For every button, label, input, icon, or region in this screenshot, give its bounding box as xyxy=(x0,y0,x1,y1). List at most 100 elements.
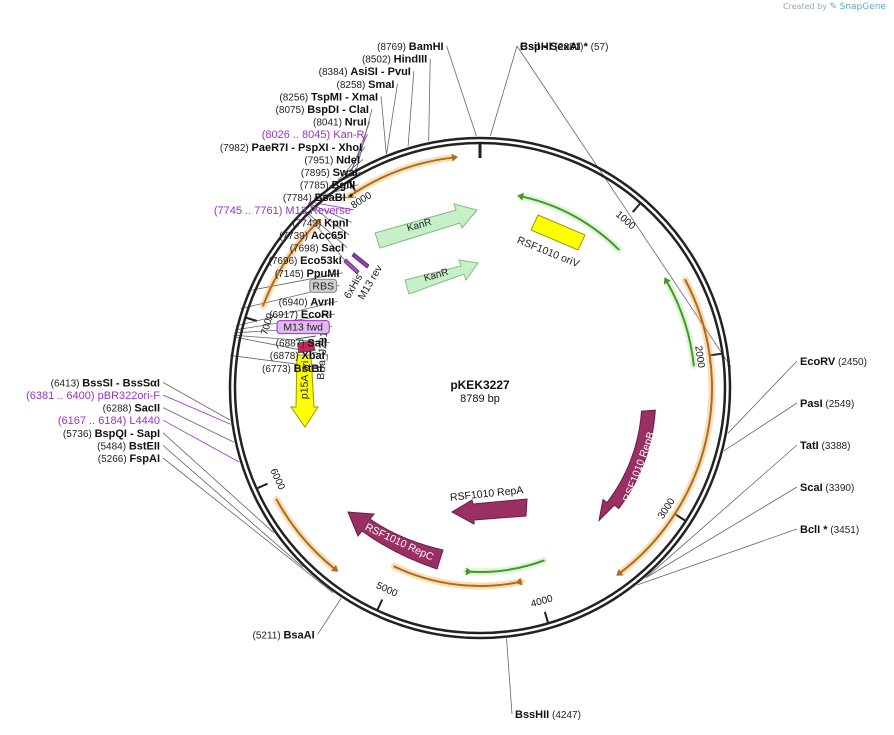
site-label[interactable]: (7951) NdeI xyxy=(304,154,360,166)
label-box xyxy=(309,278,338,293)
feature-repb[interactable] xyxy=(598,409,656,523)
site-label-part: Eco53kI xyxy=(300,255,342,267)
orf-arrow-7700 xyxy=(314,218,322,226)
site-label[interactable]: (6878) XbaI xyxy=(270,350,325,362)
orf-arrow-310 xyxy=(517,192,524,201)
site-label[interactable]: (6940) AvrII xyxy=(279,296,335,308)
site-label-part: SwaI xyxy=(333,167,358,179)
site-label[interactable]: (5211) BsaAI xyxy=(253,629,315,641)
site-label[interactable]: TatI (3388) xyxy=(800,440,850,452)
site-label[interactable]: (6413) BssSI - BssSαI xyxy=(51,377,160,389)
site-label[interactable]: PasI (2549) xyxy=(800,398,854,410)
site-label[interactable]: BclI * (3451) xyxy=(800,524,859,536)
feature-repa[interactable] xyxy=(450,498,528,525)
site-label-part: (7145) xyxy=(275,269,307,280)
label-m13-fwd[interactable]: M13 fwd xyxy=(276,320,330,335)
backbone-inner xyxy=(233,141,727,635)
feature-kanr-2[interactable] xyxy=(404,259,479,295)
site-label-part: (6381 .. 6400) xyxy=(26,390,98,402)
leader-line xyxy=(428,58,431,142)
site-label[interactable]: (8026 .. 8045) Kan-R xyxy=(262,129,365,141)
site-label[interactable]: (5266) FspAI xyxy=(98,453,160,465)
site-label[interactable]: (8075) BspDI - ClaI xyxy=(276,104,369,116)
site-label[interactable]: (8384) AsiSI - PvuI xyxy=(319,66,411,78)
feature-kanr-1[interactable] xyxy=(374,203,478,249)
site-label-part: BssSI xyxy=(82,377,113,389)
site-label-part: SacI xyxy=(321,243,344,255)
site-label-part: NdeI xyxy=(336,154,360,166)
snapgene-logo-icon: ✎ xyxy=(829,2,838,12)
site-label[interactable]: (7145) PpuMI xyxy=(275,268,340,280)
site-label-part: SacII xyxy=(134,403,160,415)
site-label-part: (6773) xyxy=(262,364,294,375)
leader-line xyxy=(489,45,518,137)
site-label[interactable]: (7745 .. 7761) M13 Reverse xyxy=(214,205,351,217)
label-rbs[interactable]: RBS xyxy=(309,278,338,293)
site-label-part: M13 Reverse xyxy=(285,205,350,217)
feature-bba-j23100[interactable] xyxy=(296,340,316,353)
site-label-part: (8041) xyxy=(313,118,345,129)
site-label[interactable]: (7982) PaeR7I - PspXI - XhoI xyxy=(220,142,362,154)
site-label-part: (4247) xyxy=(549,710,581,721)
site-label-part: BclI * xyxy=(800,524,828,536)
feature-p15a-ori[interactable] xyxy=(290,354,319,428)
site-label[interactable]: (7696) Eco53kI xyxy=(268,255,341,267)
site-label[interactable]: (5484) BstEII xyxy=(97,440,160,452)
feature-m13rev[interactable] xyxy=(351,252,370,269)
site-label-part: SapI xyxy=(137,428,160,440)
leader-line xyxy=(637,528,798,586)
site-label[interactable]: (6917) EcoRI xyxy=(269,309,332,321)
site-label[interactable]: (8502) HindIII xyxy=(362,54,427,66)
site-label-part: Kan-R xyxy=(333,129,364,141)
site-label[interactable]: (6887) SalI xyxy=(276,338,327,350)
site-label-part: BspQI xyxy=(95,428,127,440)
site-label[interactable]: (7784) BsaBI * xyxy=(283,192,354,204)
site-label[interactable]: (7785) BglII xyxy=(300,180,356,192)
site-label-part: (6878) xyxy=(270,351,302,362)
site-label[interactable]: (6288) SacII xyxy=(103,403,160,415)
site-label[interactable]: (8256) TspMI - XmaI xyxy=(279,91,378,103)
feature-6xhis[interactable] xyxy=(343,258,360,275)
leader-line xyxy=(317,598,342,635)
site-label[interactable]: (6167 .. 6184) L4440 xyxy=(58,415,160,427)
site-label-part: TatI xyxy=(800,440,819,452)
site-label-part: (5736) xyxy=(63,429,95,440)
site-label[interactable]: ScaI (3390) xyxy=(800,482,854,494)
feature-repc[interactable] xyxy=(347,511,444,570)
site-label[interactable]: (8041) NruI xyxy=(313,117,367,129)
site-label[interactable]: (6381 .. 6400) pBR322ori-F xyxy=(26,390,160,402)
tick-mark-1000 xyxy=(631,202,642,213)
snapgene-credit: Created by ✎ SnapGene xyxy=(783,2,886,12)
site-label-part: - xyxy=(378,66,388,78)
site-label[interactable]: (6773) BstBI xyxy=(262,363,322,375)
tick-label-2000: 2000 xyxy=(692,345,706,369)
site-label[interactable]: BspHI (2081) xyxy=(520,41,583,53)
feature-bba-label: BBa_J23100 xyxy=(315,319,331,380)
site-label-part: (5484) xyxy=(97,441,129,452)
label-box xyxy=(276,320,330,335)
site-label[interactable]: (7739) Acc65I xyxy=(279,230,346,242)
site-label-part: - xyxy=(540,41,550,53)
site-label[interactable]: (8769) BamHI xyxy=(377,41,444,53)
orf-arrow-8620 xyxy=(451,153,458,162)
site-label[interactable]: CsiI - SexAI * (57) xyxy=(520,41,608,53)
site-label[interactable]: BssHII (4247) xyxy=(515,709,581,721)
site-label[interactable]: (8258) SmaI xyxy=(336,79,394,91)
site-label-part: TspMI xyxy=(311,91,342,103)
site-label-part: L4440 xyxy=(129,415,160,427)
site-label[interactable]: EcoRV (2450) xyxy=(800,356,867,368)
site-label[interactable]: (7895) SwaI xyxy=(301,167,358,179)
orf-arc-top-left-glow xyxy=(345,154,456,200)
feature-oriv[interactable] xyxy=(530,214,586,251)
tick-label-5000: 5000 xyxy=(374,580,399,600)
site-label-part: (7784) xyxy=(283,193,315,204)
site-label-part: - xyxy=(113,377,123,389)
site-label[interactable]: (7698) SacI xyxy=(290,243,344,255)
plasmid-size: 8789 bp xyxy=(460,393,500,405)
leader-line xyxy=(337,159,364,181)
site-label-part: BstEII xyxy=(129,440,160,452)
orf-arc-bottom-orange xyxy=(393,565,523,587)
site-label[interactable]: (5736) BspQI - SapI xyxy=(63,428,160,440)
site-label[interactable]: (7743) KpnI xyxy=(292,217,348,229)
